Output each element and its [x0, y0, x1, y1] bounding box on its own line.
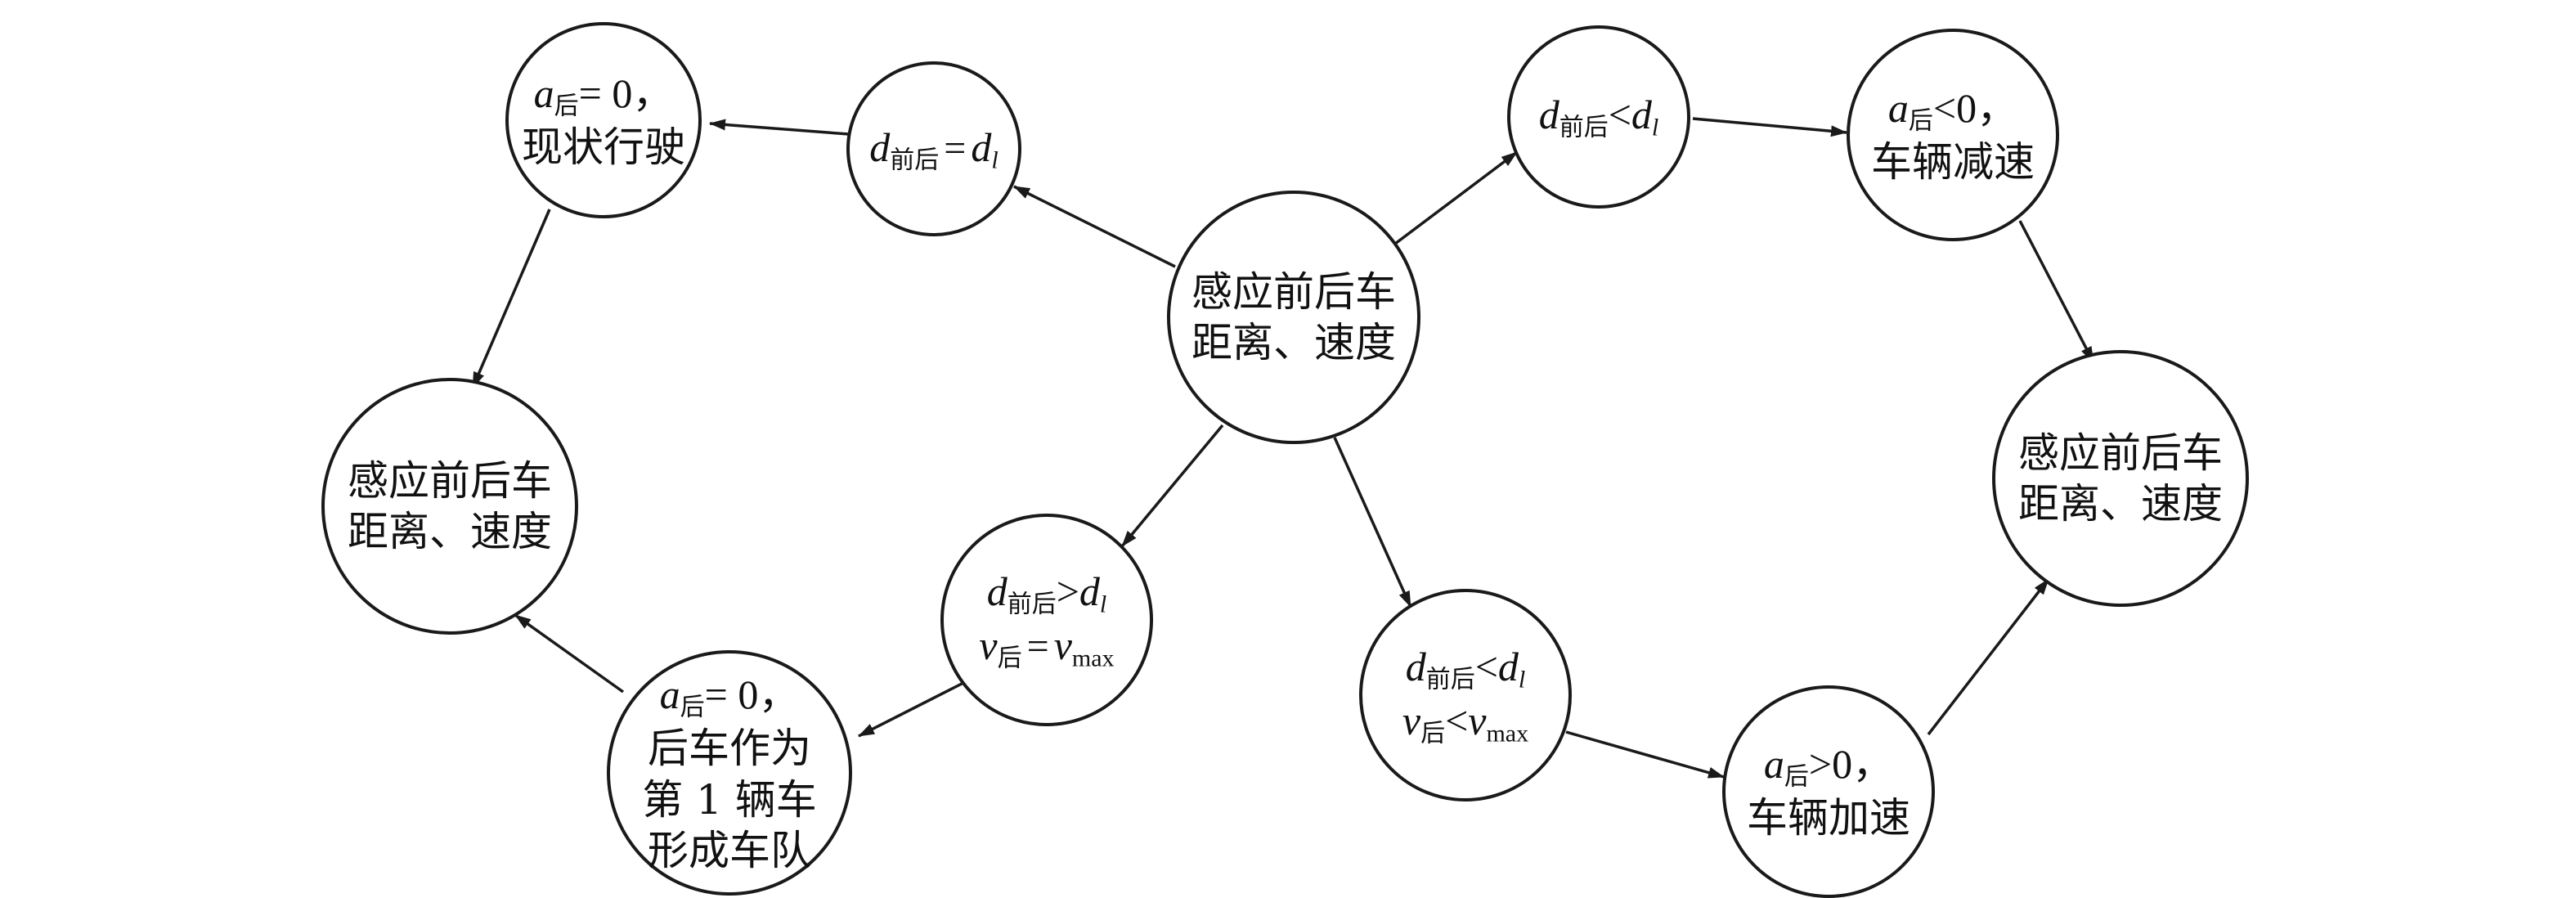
- edge-lt-condition-top-to-decelerate: [1692, 117, 1847, 137]
- edge-decelerate-to-right-sense: [2018, 220, 2095, 363]
- node-keep-driving-formula: a后= 0，: [533, 70, 674, 121]
- node-lt-condition-top: d前后<dl: [1517, 83, 1681, 149]
- edge-center-to-lt-condition-bottom: [1333, 437, 1412, 608]
- node-accelerate-text: 车辆加速: [1747, 793, 1910, 842]
- edge-center-to-lt-condition-top: [1393, 150, 1519, 245]
- node-gt-condition-line1: d前后>dl: [986, 568, 1107, 619]
- node-circle-left-sense: [321, 378, 578, 635]
- node-decelerate-text: 车辆减速: [1871, 137, 2035, 186]
- node-keep-driving: a后= 0， 现状行驶: [505, 59, 702, 182]
- node-center-line2: 距离、速度: [1192, 319, 1396, 366]
- node-circle-form-platoon: [607, 650, 852, 896]
- node-form-platoon: a后= 0， 后车作为 第 1 辆车 形成车队: [623, 654, 836, 891]
- node-right-sense-line2: 距离、速度: [2018, 480, 2223, 528]
- node-eq-condition: d前后=dl: [852, 116, 1016, 182]
- node-decelerate: a后<0， 车辆减速: [1855, 74, 2051, 196]
- node-center-line1: 感应前后车: [1192, 267, 1396, 316]
- node-left-sense-line1: 感应前后车: [348, 456, 552, 505]
- edge-lt-condition-bottom-to-accelerate: [1565, 730, 1725, 779]
- node-form-platoon-formula: a后= 0，: [659, 671, 800, 722]
- node-right-sense: 感应前后车 距离、速度: [1998, 413, 2243, 544]
- node-decelerate-formula: a后<0，: [1887, 84, 2018, 136]
- node-eq-condition-formula: d前后=dl: [869, 124, 999, 175]
- node-lt-condition-bottom-line2: v后<vmax: [1402, 698, 1529, 748]
- node-center: 感应前后车 距离、速度: [1171, 252, 1416, 383]
- node-keep-driving-text: 现状行驶: [522, 123, 685, 171]
- node-circle-accelerate: [1722, 685, 1935, 898]
- node-form-platoon-line2: 后车作为: [648, 725, 811, 773]
- node-circle-keep-driving: [505, 22, 702, 218]
- node-circle-center: [1167, 191, 1420, 444]
- edge-center-to-eq-condition: [1013, 185, 1176, 268]
- node-circle-decelerate: [1847, 29, 2059, 241]
- node-left-sense-line2: 距离、速度: [348, 508, 552, 555]
- edge-keep-driving-to-left-sense: [471, 209, 551, 388]
- node-accelerate-formula: a后>0，: [1763, 740, 1894, 792]
- edge-eq-condition-to-keep-driving: [709, 119, 850, 136]
- edge-center-to-gt-condition: [1120, 424, 1224, 548]
- edge-form-platoon-to-left-sense: [514, 613, 625, 694]
- node-form-platoon-line3: 第 1 辆车: [642, 775, 817, 824]
- node-circle-eq-condition: [846, 61, 1021, 236]
- node-lt-condition-bottom: d前后<dl v后<vmax: [1367, 631, 1564, 759]
- node-circle-lt-condition-bottom: [1359, 589, 1572, 801]
- node-accelerate: a后>0， 车辆加速: [1730, 730, 1927, 852]
- node-circle-gt-condition: [940, 514, 1153, 726]
- node-lt-condition-bottom-line1: d前后<dl: [1405, 644, 1526, 694]
- node-lt-condition-top-formula: d前后<dl: [1538, 92, 1659, 142]
- edge-gt-condition-to-form-platoon: [858, 681, 964, 738]
- node-gt-condition-line2: v后=vmax: [979, 622, 1115, 673]
- node-left-sense: 感应前后车 距离、速度: [327, 441, 572, 572]
- node-circle-right-sense: [1992, 350, 2249, 607]
- node-right-sense-line1: 感应前后车: [2018, 429, 2223, 477]
- node-gt-condition: d前后>dl v后=vmax: [949, 556, 1145, 684]
- edge-accelerate-to-right-sense: [1927, 577, 2050, 736]
- node-form-platoon-line4: 形成车队: [648, 827, 811, 875]
- node-circle-lt-condition-top: [1507, 25, 1690, 209]
